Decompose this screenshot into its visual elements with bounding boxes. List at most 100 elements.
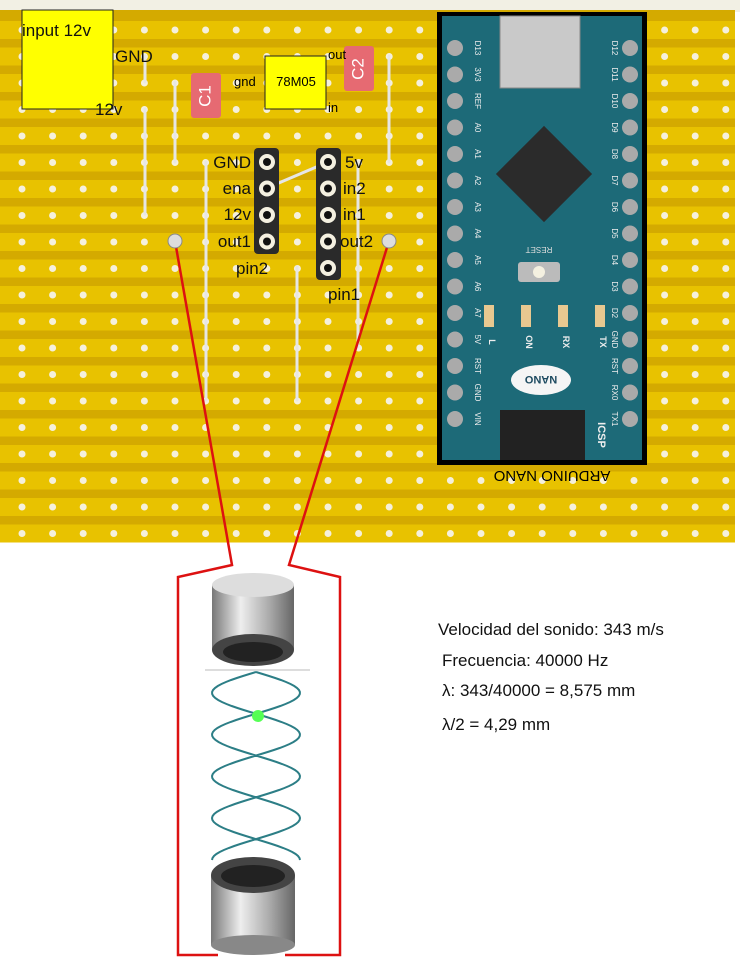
board-hole xyxy=(355,132,363,140)
board-hole xyxy=(110,238,118,246)
arduino-pin-label: A4 xyxy=(473,229,482,239)
board-hole xyxy=(691,79,699,87)
board-hole xyxy=(110,318,118,325)
board-hole xyxy=(263,132,271,140)
board-hole xyxy=(691,503,699,511)
board-hole xyxy=(140,238,148,246)
board-hole xyxy=(416,450,424,458)
arduino-pin xyxy=(622,252,638,268)
board-hole xyxy=(18,371,26,378)
board-hole xyxy=(416,424,424,431)
board-hole xyxy=(140,371,148,378)
board-hole xyxy=(385,450,393,458)
board-hole xyxy=(171,185,179,193)
arduino-pin-label: RST xyxy=(473,358,482,374)
board-hole xyxy=(324,477,332,484)
red-wires xyxy=(173,240,391,957)
board-hole xyxy=(171,265,179,272)
board-hole xyxy=(661,238,669,246)
board-hole xyxy=(49,291,57,299)
board-hole xyxy=(110,344,118,352)
board-hole xyxy=(355,530,363,537)
arduino-pin xyxy=(447,199,463,215)
copper-strip xyxy=(0,471,735,490)
board-hole xyxy=(232,238,240,246)
arduino-pin-label: D7 xyxy=(610,175,619,186)
board-hole xyxy=(232,53,240,60)
board-hole xyxy=(202,530,210,537)
usb-connector xyxy=(499,15,581,89)
board-hole xyxy=(324,291,332,299)
arduino-pin-label: VIN xyxy=(473,412,482,426)
arduino-pin xyxy=(622,384,638,401)
board-hole xyxy=(110,212,118,219)
board-hole xyxy=(324,530,332,537)
board-hole xyxy=(324,344,332,352)
board-hole xyxy=(722,397,730,405)
board-hole xyxy=(293,132,301,140)
board-hole xyxy=(140,424,148,431)
arduino-pin-label: D13 xyxy=(473,41,482,56)
board-hole xyxy=(171,530,179,537)
board-hole xyxy=(293,185,301,193)
board-hole xyxy=(232,424,240,431)
board-hole xyxy=(508,503,516,511)
board-hole xyxy=(202,450,210,458)
arduino-pin xyxy=(447,146,463,162)
board-hole xyxy=(324,318,332,325)
board-hole xyxy=(324,371,332,378)
microcontroller-chip xyxy=(495,125,593,223)
board-hole xyxy=(416,371,424,378)
board-hole xyxy=(263,265,271,272)
arduino-pin xyxy=(622,225,638,242)
12v-label: 12v xyxy=(95,100,123,119)
board-hole xyxy=(722,424,730,431)
board-hole xyxy=(691,424,699,431)
board-hole xyxy=(691,53,699,60)
board-hole xyxy=(232,185,240,193)
arduino-pin-label: D4 xyxy=(610,255,619,266)
board-hole xyxy=(385,212,393,219)
board-hole xyxy=(691,318,699,325)
board-hole xyxy=(661,397,669,405)
arduino-pin xyxy=(447,384,463,401)
board-hole xyxy=(110,503,118,511)
board-hole xyxy=(18,318,26,325)
board-hole xyxy=(18,503,26,511)
board-hole xyxy=(691,185,699,193)
board-hole xyxy=(49,530,57,537)
arduino-pin-label: 3V3 xyxy=(473,67,482,82)
board-hole xyxy=(661,344,669,352)
board-hole xyxy=(324,132,332,140)
board-hole xyxy=(691,450,699,458)
board-hole xyxy=(171,503,179,511)
board-hole xyxy=(416,503,424,511)
board-hole xyxy=(79,530,87,537)
board-hole xyxy=(722,450,730,458)
board-hole xyxy=(661,477,669,484)
arduino-pin xyxy=(447,358,463,374)
board-hole xyxy=(18,450,26,458)
board-hole xyxy=(18,212,26,219)
board-hole xyxy=(722,344,730,352)
board-hole xyxy=(49,265,57,272)
board-hole xyxy=(79,265,87,272)
board-hole xyxy=(140,26,148,34)
board-hole xyxy=(232,291,240,299)
board-hole xyxy=(232,106,240,113)
arduino-pin xyxy=(622,358,638,374)
standing-wave xyxy=(210,671,302,861)
c2-label: C2 xyxy=(348,58,367,80)
board-hole xyxy=(416,530,424,537)
arduino-pin-label: D3 xyxy=(610,281,619,292)
board-hole xyxy=(385,371,393,378)
pin2-label: pin2 xyxy=(236,259,268,278)
arduino-pin xyxy=(447,172,463,189)
board-hole xyxy=(18,185,26,193)
board-hole xyxy=(722,79,730,87)
arduino-pin-label: D10 xyxy=(610,94,619,109)
board-hole xyxy=(18,477,26,484)
board-hole xyxy=(385,291,393,299)
arduino-pin xyxy=(622,199,638,215)
board-hole xyxy=(79,291,87,299)
